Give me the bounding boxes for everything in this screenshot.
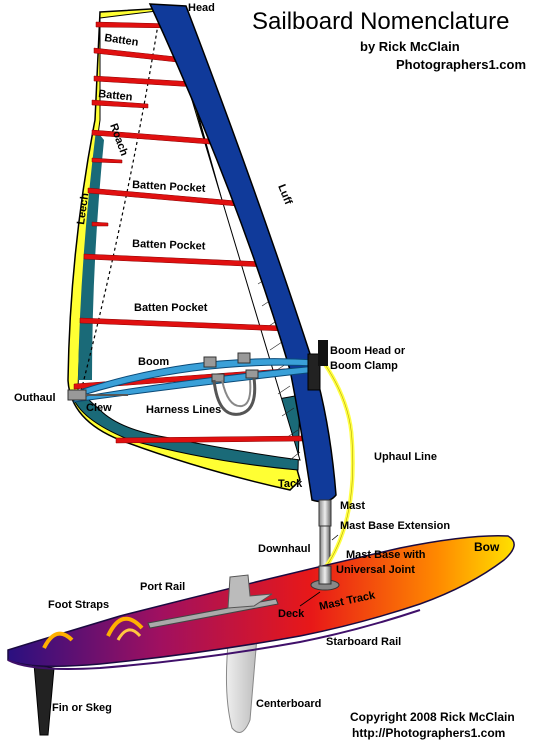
foot-strap	[106, 616, 144, 637]
label-uphaul-line: Uphaul Line	[374, 451, 437, 463]
batten	[91, 99, 149, 109]
label-mast-base-extension: Mast Base Extension	[340, 520, 450, 532]
batten	[91, 157, 123, 164]
copyright-url: http://Photographers1.com	[352, 726, 505, 740]
fin-shape	[33, 663, 55, 736]
boom-head-shape	[307, 353, 321, 391]
label-luff: Luff	[275, 183, 294, 207]
label-head: Head	[188, 2, 215, 14]
harness-lines-shape	[212, 377, 257, 416]
battens	[73, 21, 303, 444]
label-starboard-rail: Starboard Rail	[326, 636, 401, 648]
byline: by Rick McClain	[360, 39, 460, 54]
label-mast: Mast	[340, 500, 365, 512]
mast-shape	[318, 499, 332, 527]
universal-joint-shape	[318, 565, 332, 585]
label-harness-lines: Harness Lines	[146, 404, 221, 416]
label-clew: Clew	[86, 402, 112, 414]
harness-lines-inner	[221, 379, 252, 408]
label-leech: Leech	[75, 192, 91, 225]
site: Photographers1.com	[396, 57, 526, 72]
label-batten-1: Batten	[104, 32, 140, 49]
batten	[91, 221, 109, 227]
title: Sailboard Nomenclature	[252, 8, 509, 35]
label-batten-pocket-1: Batten Pocket	[132, 179, 206, 195]
label-port-rail: Port Rail	[140, 581, 185, 593]
outhaul-shape	[67, 389, 87, 401]
label-boom-head: Boom Head or	[330, 345, 406, 357]
label-boom-clamp: Boom Clamp	[330, 360, 398, 372]
centerboard-handle	[227, 574, 273, 609]
boom-shape	[73, 352, 317, 403]
label-tack: Tack	[278, 478, 303, 490]
label-boom: Boom	[138, 356, 169, 368]
label-batten-pocket-2: Batten Pocket	[132, 238, 206, 253]
leader-lines	[299, 534, 339, 607]
uphaul-line-outline	[317, 359, 354, 576]
label-fin: Fin or Skeg	[52, 702, 112, 714]
roach-line	[79, 11, 161, 396]
label-downhaul: Downhaul	[258, 543, 311, 555]
label-bow: Bow	[474, 540, 500, 554]
copyright: Copyright 2008 Rick McClain	[350, 710, 515, 724]
label-centerboard: Centerboard	[256, 698, 321, 710]
label-universal-joint: Universal Joint	[336, 564, 415, 576]
starboard-rail-edge	[7, 609, 421, 670]
label-batten-pocket-3: Batten Pocket	[134, 302, 208, 314]
label-batten-2: Batten	[98, 88, 134, 104]
label-foot-straps: Foot Straps	[48, 599, 109, 611]
foot-strap	[42, 631, 74, 649]
label-mast-base-with: Mast Base with	[346, 549, 426, 561]
boom-clamp-shape	[318, 340, 328, 366]
label-deck: Deck	[278, 608, 305, 620]
foot-strap	[116, 628, 142, 641]
label-outhaul: Outhaul	[14, 392, 56, 404]
